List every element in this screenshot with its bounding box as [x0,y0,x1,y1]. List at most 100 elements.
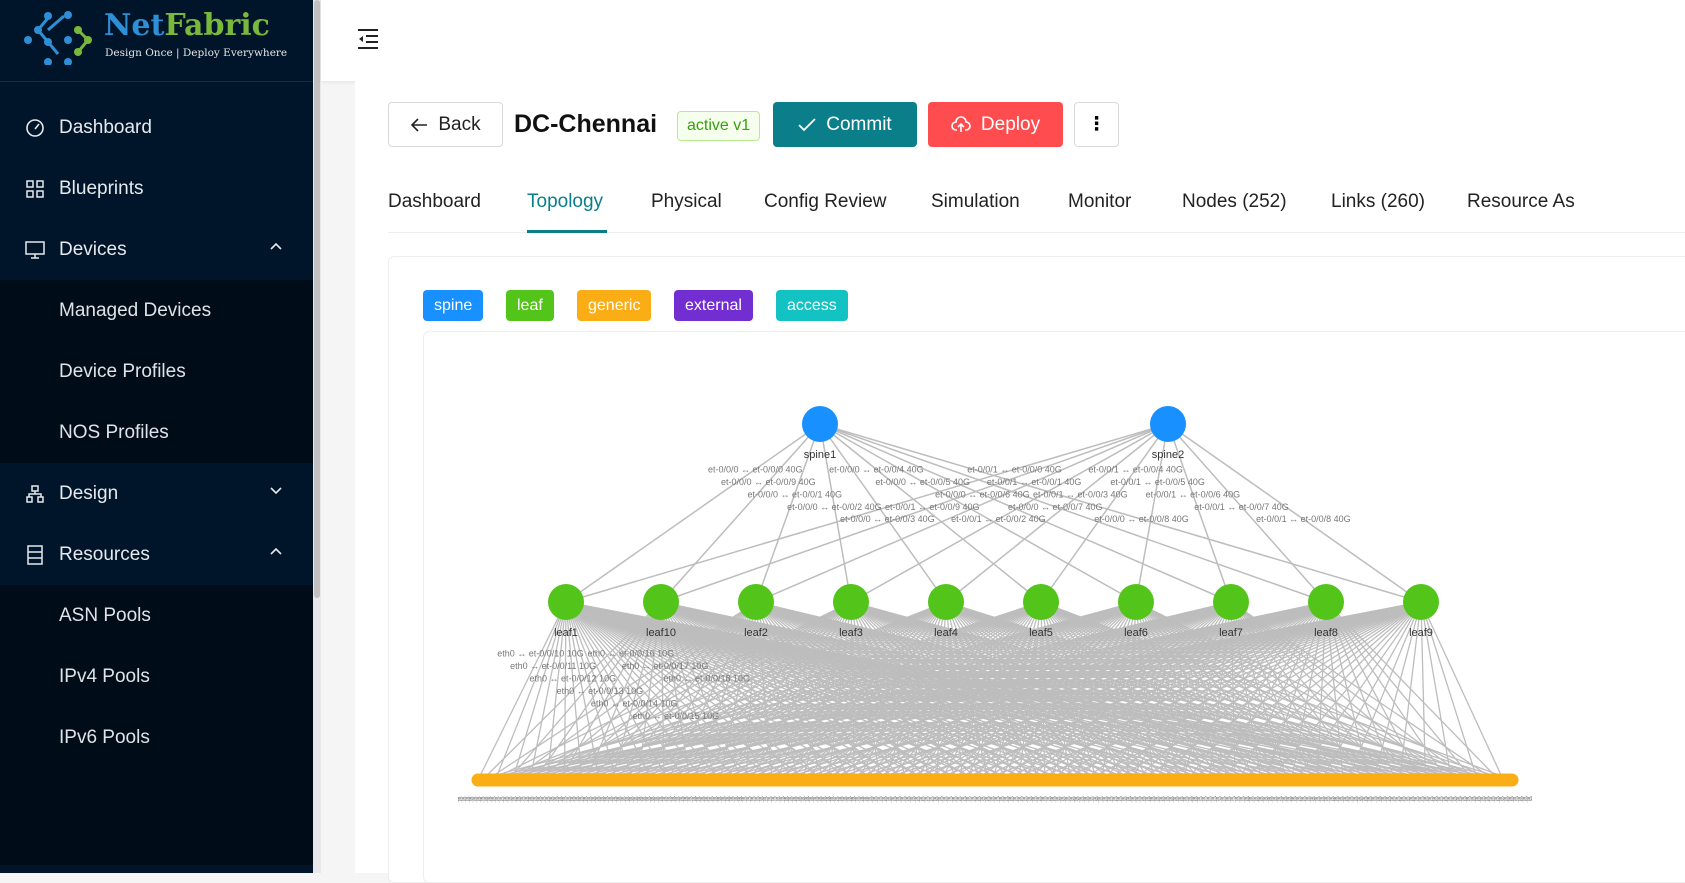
legend-chip-leaf[interactable]: leaf [506,290,554,321]
tab-topology[interactable]: Topology [527,191,604,212]
leaf-node[interactable] [643,584,679,620]
leaf-generic-link [1230,601,1288,781]
leaf-generic-link [660,601,743,781]
legend-chip-external[interactable]: external [674,290,753,321]
leaf-generic-link [512,601,757,781]
menu-fold-icon[interactable] [356,28,380,50]
leaf-node[interactable] [1213,584,1249,620]
sidebar-item-ipv6-pools[interactable]: IPv6 Pools [0,707,313,768]
spine-leaf-link [819,423,1422,603]
more-button[interactable]: ⋮ [1074,102,1119,147]
tab-config-review[interactable]: Config Review [764,191,887,212]
sidebar-item-ipv4-pools[interactable]: IPv4 Pools [0,646,313,707]
sidebar-item-device-profiles[interactable]: Device Profiles [0,341,313,402]
leaf-node[interactable] [1118,584,1154,620]
sidebar-item-design[interactable]: Design [0,463,313,524]
link-label: eth0 ↔ et-0/0/13 10G [557,686,644,696]
spine-leaf-link [819,423,1232,603]
leaf-generic-link [732,601,1042,781]
tab-dashboard[interactable]: Dashboard [388,191,481,212]
leaf-generic-link [1135,601,1180,781]
leaf-label: leaf2 [744,627,768,639]
spine-label: spine2 [1152,449,1184,461]
commit-button[interactable]: Commit [773,102,917,147]
leaf-generic-link [935,601,947,781]
sidebar-item-dashboard[interactable]: Dashboard [0,97,313,158]
more-vertical-icon: ⋮ [1087,114,1106,135]
link-label: et-0/0/1 ↔ et-0/0/0 40G [967,464,1062,474]
leaf-generic-link [1135,601,1232,781]
legend-chip-generic[interactable]: generic [577,290,652,321]
sidebar-item-asn-pools[interactable]: ASN Pools [0,585,313,646]
leaf-generic-link [745,601,757,781]
leaf-generic-link [667,601,757,781]
leaf-generic-link [646,601,852,781]
logo[interactable]: NetFabric Design Once | Deploy Everywher… [0,0,313,82]
brand-fabric: Fabric [164,8,270,43]
leaf-generic-link [1165,601,1422,781]
chevron-up-icon [270,242,282,250]
leaf-generic-link [728,601,947,781]
legend-chip-spine[interactable]: spine [423,290,484,321]
leaf-generic-link [1139,601,1422,781]
leaf-node[interactable] [1308,584,1344,620]
sidebar-item-nos-profiles[interactable]: NOS Profiles [0,402,313,463]
generic-node-labels[interactable]: generic1generic2generic3generic4generic5… [458,796,1532,803]
leaf-generic-link [477,601,1137,781]
sidebar-item-blueprints[interactable]: Blueprints [0,158,313,219]
link-label: et-0/0/1 ↔ et-0/0/6 40G [1146,489,1241,499]
leaf-generic-link [1040,601,1176,781]
deploy-button[interactable]: Deploy [928,102,1063,147]
leaf-generic-link [676,601,947,781]
tab-links-260[interactable]: Links (260) [1331,191,1425,212]
tab-monitor[interactable]: Monitor [1068,191,1132,212]
resources-submenu: ASN Pools IPv4 Pools IPv6 Pools [0,585,313,865]
tab-nodes-252[interactable]: Nodes (252) [1182,191,1287,212]
leaf-label: leaf3 [839,627,863,639]
link-label: eth0 ↔ et-0/0/17 10G [622,661,709,671]
leaf-generic-link [1135,601,1284,781]
leaf-generic-link [490,601,852,781]
leaf-generic-link [871,601,1232,781]
legend-chip-access[interactable]: access [776,290,848,321]
leaf-node[interactable] [833,584,869,620]
sidebar-item-resources[interactable]: Resources [0,524,313,585]
leaf-generic-link [1420,601,1453,781]
leaf-generic-link [754,601,947,781]
leaf-generic-link [1420,601,1504,781]
leaf-node[interactable] [738,584,774,620]
leaf-node[interactable] [928,584,964,620]
spine-leaf-link [1167,423,1422,603]
back-button[interactable]: Back [388,102,503,147]
sidebar-item-devices[interactable]: Devices [0,219,313,280]
link-label: et-0/0/1 ↔ et-0/0/1 40G [987,477,1082,487]
spine-leaf-link [819,423,1042,603]
leaf-generic-link [1040,601,1150,781]
tab-resource-as[interactable]: Resource As [1467,191,1575,212]
leaf-generic-link [546,601,947,781]
tab-physical[interactable]: Physical [651,191,722,212]
spine-node[interactable] [802,406,838,442]
leaf-node[interactable] [1403,584,1439,620]
brand-tagline: Design Once | Deploy Everywhere [105,47,288,59]
link-label: et-0/0/1 ↔ et-0/0/5 40G [1110,477,1205,487]
link-label: et-0/0/0 ↔ et-0/0/3 40G [840,514,935,524]
leaf-label: leaf1 [554,627,578,639]
leaf-generic-link [815,601,1137,781]
leaf-node[interactable] [548,584,584,620]
leaf-generic-link [810,601,1042,781]
cluster-icon [24,483,46,505]
sidebar: NetFabric Design Once | Deploy Everywher… [0,0,313,873]
tab-simulation[interactable]: Simulation [931,191,1020,212]
leaf-node[interactable] [1023,584,1059,620]
sidebar-scrollbar-thumb[interactable] [314,0,320,598]
sidebar-item-managed-devices[interactable]: Managed Devices [0,280,313,341]
spine-node[interactable] [1150,406,1186,442]
leaf-generic-link [624,601,947,781]
leaf-generic-link [1321,601,1422,781]
link-label: et-0/0/0 ↔ et-0/0/4 40G [829,464,924,474]
leaf-generic-link [590,601,757,781]
leaf-generic-link [516,601,1422,781]
leaf-generic-link [538,601,757,781]
